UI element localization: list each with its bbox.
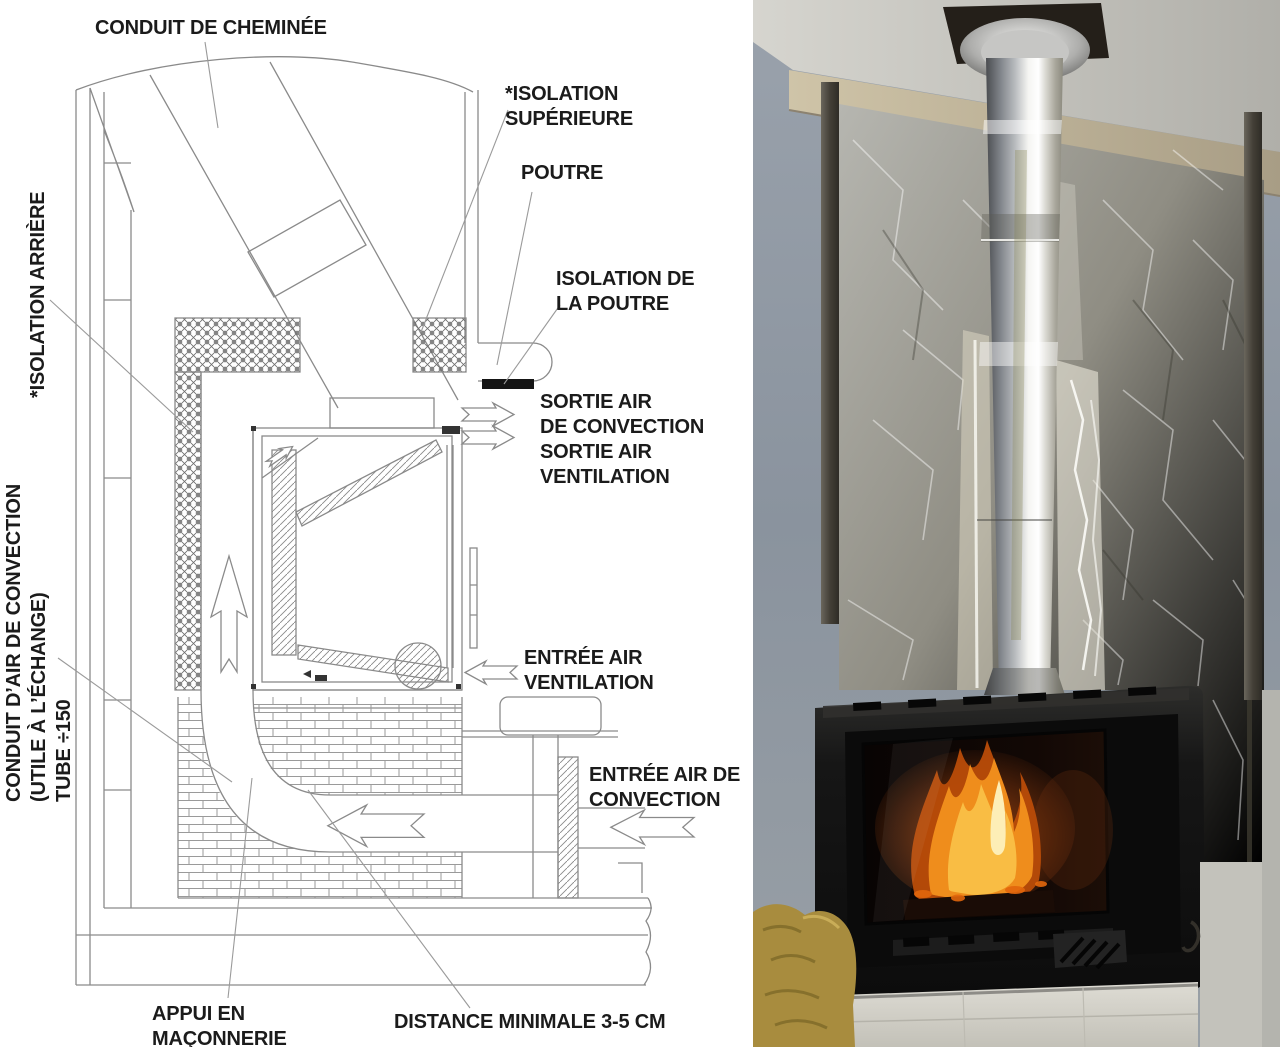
right-wall: [462, 696, 645, 899]
fan: [394, 642, 442, 690]
installation-photo: [753, 0, 1280, 1047]
label-appui: APPUI EN MAÇONNERIE: [152, 1003, 287, 1047]
sortie-ventilation-arrow-icon: [462, 426, 514, 449]
door-handle: [469, 547, 478, 649]
bottom-vent-slots: [903, 929, 1065, 947]
firebox-insert: [251, 426, 478, 709]
beam-insulation-strip: [482, 379, 534, 389]
left-metal-stud: [821, 82, 839, 624]
air-arrows: [328, 403, 694, 846]
corner-grille: [1053, 930, 1127, 968]
label-entree-ventilation: ENTRÉE AIR VENTILATION: [524, 647, 654, 694]
wire-hook: [1181, 920, 1201, 953]
right-lower-wall: [1200, 862, 1262, 1047]
convection-duct-outer: [200, 689, 558, 853]
label-isolation-poutre: ISOLATION DE LA POUTRE: [556, 268, 695, 315]
label-isolation-arriere: *ISOLATION ARRIÈRE: [27, 191, 49, 398]
top-vent-slots: [853, 686, 1157, 711]
bag: [753, 904, 857, 1047]
label-poutre: POUTRE: [521, 162, 604, 184]
shelf: [499, 696, 602, 736]
right-metal-stud: [1244, 112, 1262, 700]
entree-convection-arrow-icon: [611, 810, 694, 845]
upper-insulation: [174, 317, 467, 373]
fire: [873, 738, 1113, 922]
floor-slab: [76, 897, 652, 986]
corner-grille-lines: [1059, 936, 1121, 970]
label-sortie-ventilation: SORTIE AIR VENTILATION: [540, 441, 670, 488]
flue-hood: [329, 397, 435, 429]
label-sortie-convection: SORTIE AIR DE CONVECTION: [540, 391, 705, 438]
firebox-back-wall: [271, 449, 297, 656]
rear-air-channel: [200, 372, 254, 690]
masonry-pedestal: [838, 982, 1199, 1047]
label-isolation-superieure: *ISOLATION SUPÉRIEURE: [505, 83, 634, 130]
sortie-convection-arrow-icon: [462, 403, 514, 426]
logs: [903, 890, 1055, 920]
flow-arrow-icon: [263, 445, 294, 469]
beam-poutre: [478, 342, 553, 389]
glass-reflection: [873, 738, 953, 922]
wall-top-break-line: [75, 56, 479, 343]
masonry-base: [177, 689, 558, 898]
firebox-baffle: [295, 439, 443, 527]
convection-duct-inner: [252, 689, 558, 796]
channel-flow-arrow-icon: [328, 805, 424, 846]
right-wall-strip: [1262, 690, 1280, 1047]
fireplace-section-diagram: [49, 41, 753, 1009]
label-distance: DISTANCE MINIMALE 3-5 CM: [394, 1011, 666, 1033]
leader-lines: [49, 41, 561, 1009]
label-entree-convection: ENTRÉE AIR DE CONVECTION: [589, 764, 741, 811]
entree-ventilation-arrow-icon: [465, 661, 517, 684]
up-arrow-icon: [209, 553, 249, 675]
rear-insulation: [174, 371, 202, 691]
fireplace-insert: [815, 685, 1205, 999]
chimney-pipe: [977, 58, 1065, 695]
left-wall: [75, 87, 135, 985]
label-conduit-cheminee: CONDUIT DE CHEMINÉE: [95, 17, 327, 39]
embers: [914, 881, 1047, 902]
label-conduit-air: CONDUIT D’AIR DE CONVECTION (UTILE À L’É…: [3, 484, 75, 802]
flue-collar: [247, 199, 367, 298]
